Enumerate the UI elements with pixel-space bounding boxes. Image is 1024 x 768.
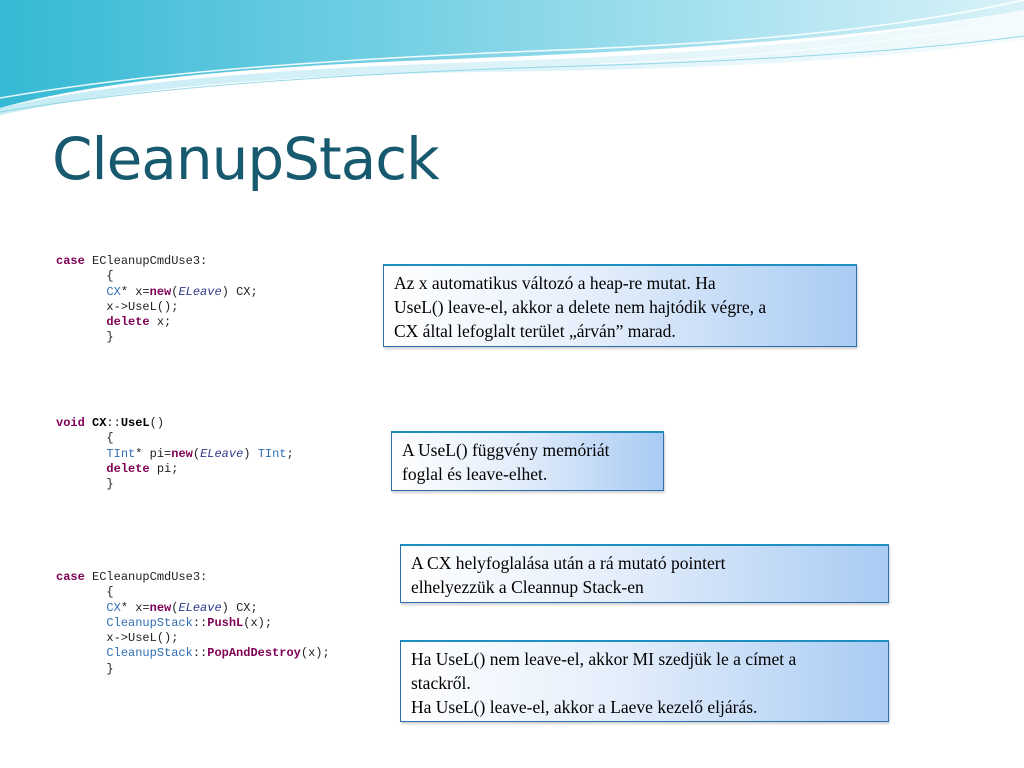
code-line: } <box>56 662 330 677</box>
note-line: stackről. <box>411 673 471 693</box>
code-token: (x); <box>300 646 330 661</box>
code-line: CX* x=new(ELeave) CX; <box>56 284 258 300</box>
code-token: delete <box>106 315 150 330</box>
code-token: } <box>56 330 114 345</box>
code-line: CX* x=new(ELeave) CX; <box>56 601 330 616</box>
code-token: ECleanupCmdUse3: <box>84 570 208 584</box>
code-token: ELeave <box>178 600 222 615</box>
code-line: CleanupStack::PopAndDestroy(x); <box>56 646 330 661</box>
code-token: ( <box>171 600 179 615</box>
note-box-heap-orphan: Az x automatikus változó a heap-re mutat… <box>383 264 857 347</box>
code-token: CleanupStack <box>106 646 193 661</box>
code-line: TInt* pi=new(ELeave) TInt; <box>56 446 294 462</box>
code-token: ECleanupCmdUse3: <box>84 254 208 268</box>
code-token: () <box>149 416 165 430</box>
code-token: x; <box>149 315 172 330</box>
code-token: ) <box>243 446 258 461</box>
code-token <box>85 416 92 430</box>
code-token: ) CX; <box>221 284 258 299</box>
code-token <box>56 447 106 461</box>
note-line: Az x automatikus változó a heap-re mutat… <box>394 273 716 293</box>
code-token: ) CX; <box>221 600 258 615</box>
code-token: PushL <box>207 615 244 630</box>
code-token: pi; <box>149 461 179 476</box>
code-token: x->UseL(); <box>56 299 179 314</box>
note-line: A CX helyfoglalása után a rá mutató poin… <box>411 553 726 573</box>
code-token: { <box>56 269 114 284</box>
code-block-case-without-cleanup: case ECleanupCmdUse3: { CX* x=new(ELeave… <box>56 254 258 346</box>
code-line: { <box>56 585 330 600</box>
note-line: A UseL() függvény memóriát <box>402 440 610 460</box>
header-wave-decoration <box>0 0 1024 115</box>
code-token: TInt <box>106 446 136 461</box>
note-line: Ha UseL() nem leave-el, akkor MI szedjük… <box>411 649 797 669</box>
note-line: foglal és leave-elhet. <box>402 464 548 484</box>
code-line: delete pi; <box>56 462 294 477</box>
code-token: * x= <box>120 284 150 299</box>
code-line: case ECleanupCmdUse3: <box>56 254 258 269</box>
note-box-push-to-cleanupstack: A CX helyfoglalása után a rá mutató poin… <box>400 544 889 603</box>
code-token: case <box>56 570 85 584</box>
note-line: CX által lefoglalt terület „árván” marad… <box>394 321 676 341</box>
code-token: UseL <box>120 416 150 430</box>
code-token: ; <box>286 446 294 461</box>
code-token: PopAndDestroy <box>207 646 301 661</box>
code-token: void <box>56 416 85 430</box>
code-token: new <box>171 446 193 461</box>
code-token: :: <box>106 416 121 430</box>
code-token: new <box>149 284 172 299</box>
code-token: * x= <box>120 600 150 615</box>
note-line: Ha UseL() leave-el, akkor a Laeve kezelő… <box>411 697 758 717</box>
code-token <box>56 616 106 630</box>
note-box-leave-handling: Ha UseL() nem leave-el, akkor MI szedjük… <box>400 640 889 722</box>
code-block-usel-function: void CX::UseL() { TInt* pi=new(ELeave) T… <box>56 416 294 492</box>
code-line: delete x; <box>56 315 258 330</box>
note-line: UseL() leave-el, akkor a delete nem hajt… <box>394 297 767 317</box>
code-token: x->UseL(); <box>56 631 179 646</box>
code-token: :: <box>192 646 208 661</box>
code-line: x->UseL(); <box>56 631 330 646</box>
code-token: delete <box>106 461 150 476</box>
code-line: case ECleanupCmdUse3: <box>56 570 330 585</box>
code-token: * pi= <box>135 446 172 461</box>
code-token <box>56 462 106 476</box>
code-token: ( <box>171 284 179 299</box>
code-line: { <box>56 269 258 284</box>
code-token <box>56 601 106 615</box>
code-line: CleanupStack::PushL(x); <box>56 616 330 631</box>
code-line: } <box>56 477 294 492</box>
code-token: } <box>56 477 114 492</box>
code-line: void CX::UseL() <box>56 416 294 431</box>
code-token: CX <box>92 416 107 430</box>
code-token: CleanupStack <box>106 615 193 630</box>
code-token: new <box>149 600 172 615</box>
code-line: } <box>56 330 258 345</box>
code-line: x->UseL(); <box>56 300 258 315</box>
code-token: CX <box>106 284 121 299</box>
code-token: ELeave <box>200 446 244 461</box>
code-line: { <box>56 431 294 446</box>
code-token: (x); <box>243 615 273 630</box>
slide-title: CleanupStack <box>52 125 440 193</box>
code-block-case-with-cleanupstack: case ECleanupCmdUse3: { CX* x=new(ELeave… <box>56 570 330 677</box>
code-token: TInt <box>257 446 287 461</box>
note-box-usel-memory: A UseL() függvény memóriát foglal és leav… <box>391 431 664 491</box>
code-token: :: <box>192 615 208 630</box>
code-token: } <box>56 661 114 676</box>
code-token <box>56 315 106 329</box>
code-token <box>56 285 106 299</box>
code-token: { <box>56 431 114 446</box>
code-token: CX <box>106 600 121 615</box>
code-token: case <box>56 254 85 268</box>
code-token <box>56 646 106 660</box>
code-token: { <box>56 585 114 600</box>
note-line: elhelyezzük a Cleannup Stack-en <box>411 577 644 597</box>
code-token: ELeave <box>178 284 222 299</box>
code-token: ( <box>192 446 201 461</box>
